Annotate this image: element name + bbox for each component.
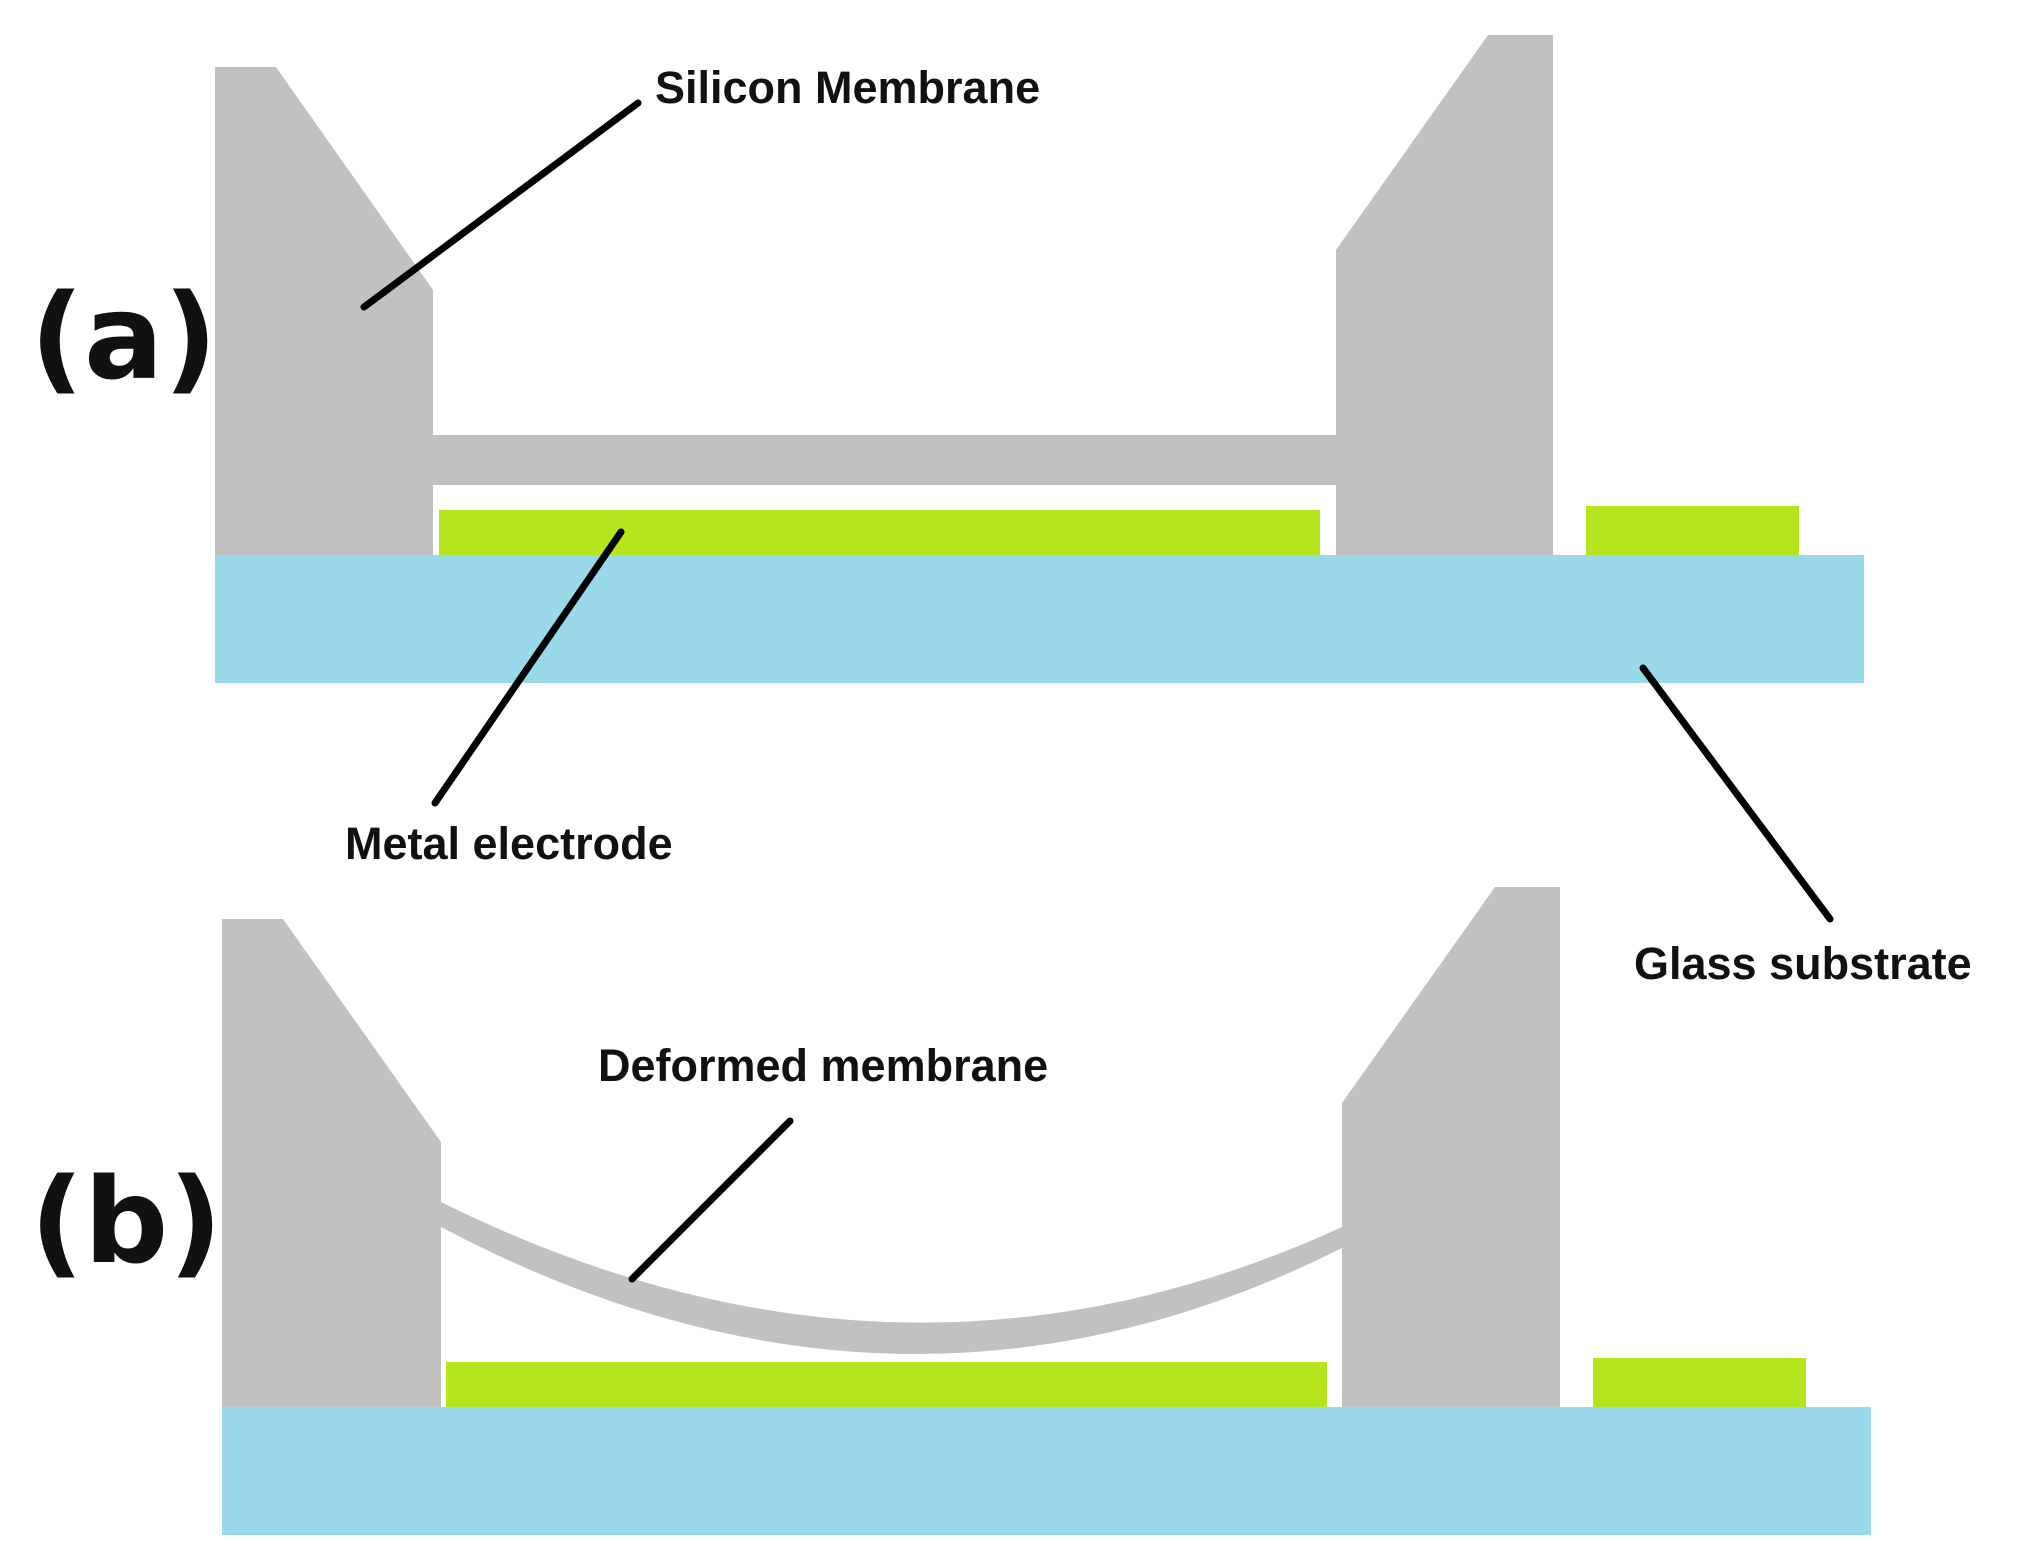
- silicon-left-support-a: [215, 67, 433, 555]
- panel-a: [215, 35, 1864, 923]
- contact-pad-b: [1593, 1358, 1806, 1407]
- leader-silicon-membrane: [360, 99, 642, 311]
- label-silicon-membrane: Silicon Membrane: [655, 62, 1040, 113]
- glass-substrate-b: [222, 1407, 1871, 1535]
- silicon-membrane-a: [433, 435, 1336, 485]
- metal-electrode-b: [446, 1362, 1327, 1407]
- leader-glass-substrate: [1639, 664, 1834, 923]
- panel-b: [222, 887, 1871, 1535]
- contact-pad-a: [1586, 506, 1799, 555]
- panel-label-b: (b): [30, 1152, 222, 1290]
- label-metal-electrode: Metal electrode: [345, 818, 673, 869]
- metal-electrode-a: [439, 510, 1320, 555]
- glass-substrate-a: [215, 555, 1864, 683]
- panel-label-a: (a): [30, 268, 218, 406]
- silicon-left-support-b: [222, 919, 441, 1407]
- label-glass-substrate: Glass substrate: [1634, 938, 1972, 989]
- silicon-right-support-a: [1336, 35, 1553, 555]
- deformed-membrane-shape: [441, 1202, 1342, 1354]
- leader-deformed-membrane: [628, 1117, 794, 1283]
- silicon-right-support-b: [1342, 887, 1560, 1407]
- label-deformed-membrane: Deformed membrane: [598, 1040, 1048, 1091]
- leader-metal-electrode: [431, 528, 625, 807]
